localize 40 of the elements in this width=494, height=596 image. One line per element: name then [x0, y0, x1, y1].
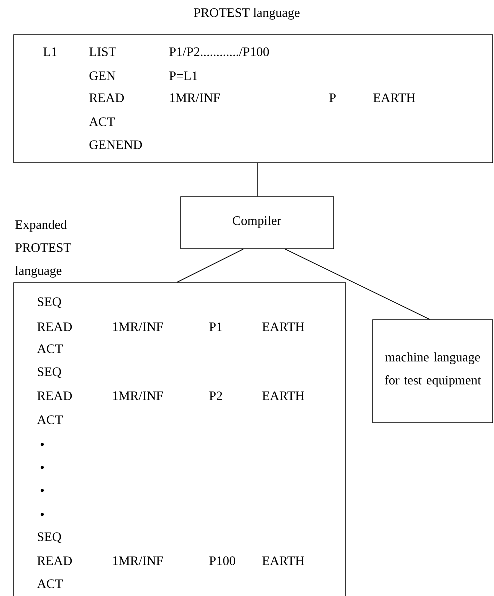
- code-text: 1MR/INF: [113, 556, 164, 566]
- code-text: •: [40, 513, 44, 516]
- box-title: PROTEST language: [194, 8, 300, 20]
- code-text: 1MR/INF: [113, 392, 164, 400]
- connector-line: [176, 249, 244, 283]
- code-text: •: [40, 443, 44, 446]
- code-text: SEQ: [38, 532, 62, 544]
- code-text: ACT: [37, 416, 63, 424]
- code-text: 1MR/INF: [170, 94, 220, 102]
- code-text: READ: [38, 322, 72, 332]
- code-text: ACT: [37, 344, 63, 354]
- code-text: •: [40, 489, 44, 492]
- code-text: ACT: [89, 118, 115, 126]
- box-label: machine language for test equipment: [385, 352, 482, 388]
- code-text: EARTH: [262, 392, 304, 400]
- connector-line: [257, 163, 258, 197]
- code-text: LIST: [90, 48, 116, 56]
- code-text: READ: [90, 94, 124, 102]
- code-text: SEQ: [38, 368, 62, 378]
- code-text: ACT: [37, 580, 63, 588]
- code-text: 1MR/INF: [113, 322, 164, 332]
- code-text: •: [40, 466, 44, 470]
- code-text: P1: [210, 322, 222, 332]
- connector-line: [285, 249, 430, 320]
- code-text: EARTH: [374, 94, 416, 102]
- code-text: P1/P2............/P100: [170, 48, 270, 56]
- code-text: READ: [38, 392, 72, 400]
- code-text: P=L1: [170, 72, 198, 80]
- code-text: GEN: [90, 72, 116, 80]
- code-text: EARTH: [262, 556, 304, 566]
- code-text: GENEND: [90, 140, 142, 150]
- code-text: P100: [210, 556, 236, 566]
- code-text: P: [330, 94, 336, 102]
- code-text: READ: [38, 556, 72, 566]
- box-title: Expanded PROTEST language: [15, 220, 72, 278]
- code-text: SEQ: [38, 298, 62, 308]
- box-label: Compiler: [232, 216, 282, 228]
- code-text: EARTH: [262, 322, 304, 332]
- code-text: P2: [210, 392, 222, 400]
- code-text: L1: [44, 48, 57, 56]
